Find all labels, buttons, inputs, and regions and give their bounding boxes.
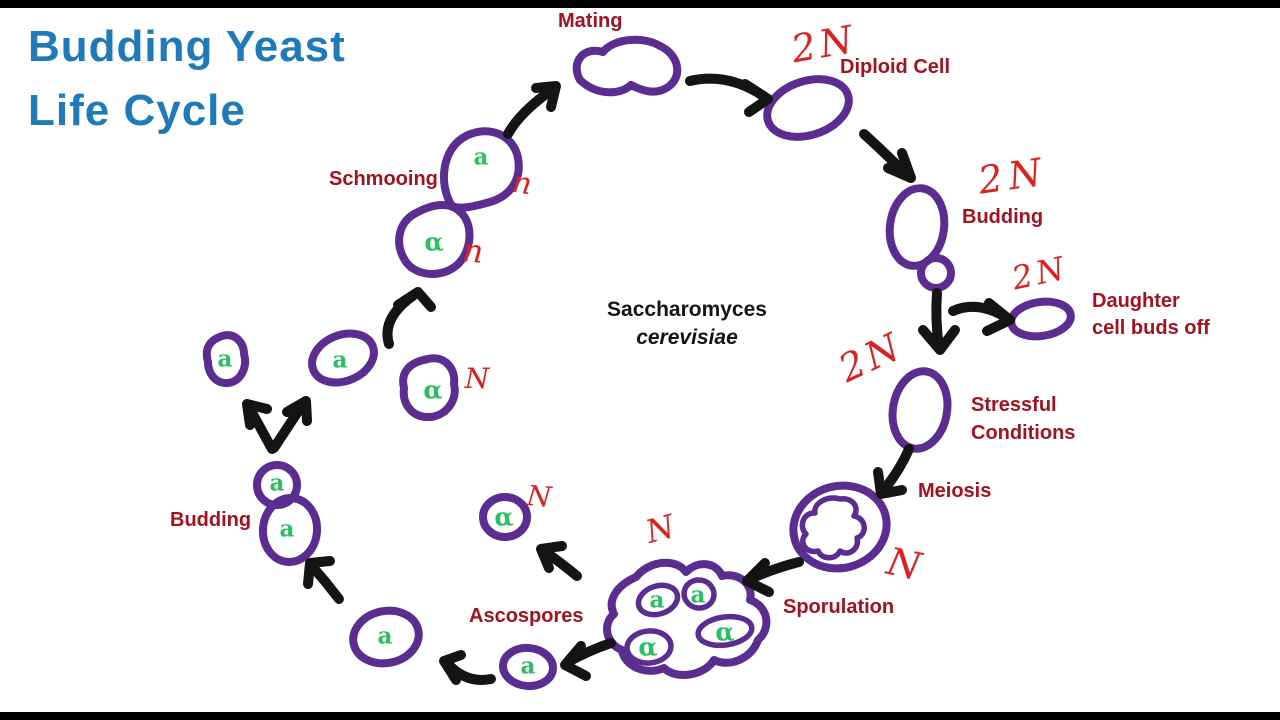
ascospore-2 [681,577,717,611]
ploidy-n-shmoo-a: n [510,164,535,203]
daughter-label-line1: Daughter [1092,290,1180,312]
arrow-stress-to-meiosis [873,444,914,499]
ploidy-2n-budding: 2N [975,149,1051,203]
page-title-line2: Life Cycle [28,86,246,135]
diploid-cell [763,75,853,141]
mating-type-spore-a: a [520,652,536,680]
ploidy-n-alpha-spore: N [525,478,553,515]
arrow-spore-to-germination [439,650,496,685]
mating-type-bottom-a: a [377,622,393,650]
diploid-cell-label: Diploid Cell [840,56,950,78]
budding-diploid-cell [885,184,949,270]
mating-type-bud-a: a [269,469,285,497]
stressful-label-line2: Conditions [971,422,1076,444]
mating-type-ascus-a2: a [690,581,706,609]
ascospore-3 [624,628,674,666]
arrow-schmoo-to-mating [503,81,561,139]
mating-type-ascus-alpha2: α [715,617,735,647]
mating-type-ascus-alpha1: α [638,632,658,662]
budding-diploid-label: Budding [962,206,1044,228]
ascospore-4 [695,613,755,649]
a-cell-mid [308,329,378,387]
ploidy-n-shmoo-alpha: n [461,231,485,271]
ascus [603,558,771,679]
ascospore-1 [635,582,681,618]
stressful-label-line1: Stressful [971,394,1057,416]
mating-type-mid-a: a [332,346,348,374]
arrow-budding-fork-right [269,396,312,453]
mating-type-shmoo-alpha: α [424,227,444,257]
alpha-cell [399,354,459,421]
diploid-bud [917,254,955,292]
arrow-budding-to-daughter [948,298,1015,336]
sporulation-label: Sporulation [783,596,895,618]
ploidy-n-alpha-cell: N [464,362,490,395]
mating-type-spore-alpha: α [494,502,514,532]
mating-type-left-a: a [217,345,233,373]
shmoo-alpha-cell [395,201,474,278]
daughter-cell [1007,297,1075,341]
arrow-budding-to-stress [918,288,960,355]
organism-genus: Saccharomyces [607,298,767,321]
arrow-a-to-budding [303,556,344,604]
stressed-cell [888,367,952,453]
mating-label: Mating [558,10,623,32]
budding-haploid-cell [258,494,322,566]
meiosis-cell [789,481,891,573]
a-cell-bottom [349,606,423,668]
arrow-mating-to-diploid [685,73,773,117]
mating-type-shmoo-a: a [473,143,489,171]
budding-haploid-label: Budding [170,509,252,531]
released-ascospore-cell [499,643,557,691]
arrow-budding-fork-left [242,399,277,454]
meiosis-nuclei [799,495,867,561]
arrow-spore-to-alpha [536,541,582,581]
mating-type-mother-a: a [279,515,295,543]
organism-species: cerevisiae [636,326,738,349]
mating-type-alpha-cell: α [423,375,443,405]
ploidy-2n-diploid: 2N [787,16,861,72]
arrow-diploid-to-budding [859,129,916,183]
alpha-spore-cell [479,493,531,541]
page-title-line1: Budding Yeast [28,22,346,71]
meiosis-label: Meiosis [918,480,992,502]
mating-type-ascus-a1: a [649,586,665,614]
shmoo-a-cell [439,127,523,212]
zygote-cell [572,35,682,97]
arrow-meiosis-to-ascus [742,557,804,597]
letterbox-bottom-bar [0,712,1280,720]
arrow-to-schmooing [382,287,436,349]
schmooing-label: Schmooing [329,168,438,190]
a-cell-left [202,331,249,388]
arrow-ascus-to-spore [560,638,616,681]
ascospores-label: Ascospores [469,605,584,627]
letterbox-top-bar [0,0,1280,8]
daughter-label-line2: cell buds off [1092,317,1210,339]
